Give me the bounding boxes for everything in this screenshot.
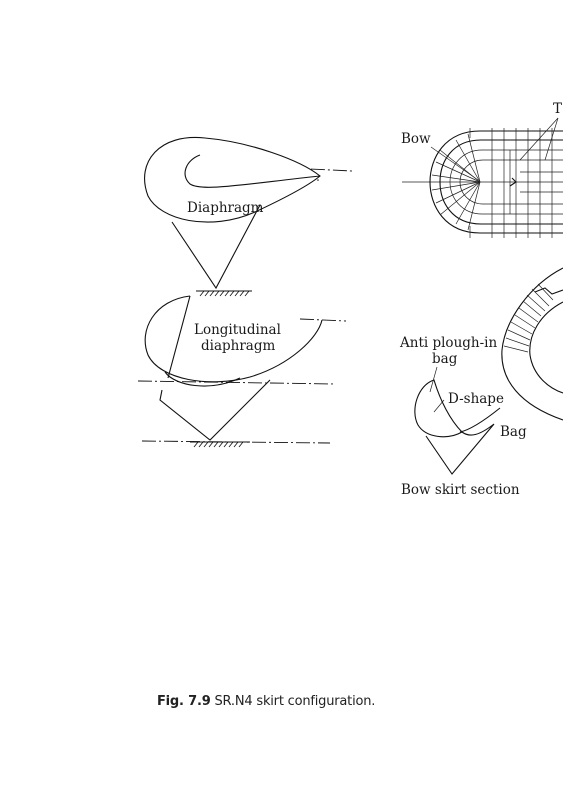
figure-caption-text: SR.N4 skirt configuration. (214, 694, 376, 709)
longitudinal-finger-v (159, 379, 271, 441)
label-longitudinal: Longitudinal (194, 322, 281, 338)
craft-skirt-fingers (503, 283, 554, 353)
label-bag: Bag (500, 424, 527, 440)
diaphragm-skirt-section: Diaphragm (144, 136, 353, 297)
longitudinal-bag-outline (144, 295, 323, 383)
longitudinal-diaphragm-line (167, 295, 191, 379)
ground-hatch-bottom (193, 441, 244, 448)
plan-small-mark (509, 177, 517, 187)
top-leader-line (519, 117, 559, 161)
label-longitudinal-diaphragm: diaphragm (201, 338, 275, 354)
label-top-cut: T (553, 101, 562, 117)
d-shape-leader-line (433, 399, 445, 413)
diaphragm-inner-curl (184, 154, 321, 188)
label-bow-skirt-section: Bow skirt section (401, 482, 520, 498)
longitudinal-diaphragm-section: Longitudinal diaphragm (137, 295, 347, 448)
figure-caption: Fig. 7.9 SR.N4 skirt configuration. (157, 694, 375, 709)
mid-dashed-line-2 (137, 380, 336, 385)
plan-inner-outline-3 (459, 159, 563, 205)
ground-hatch-top (199, 290, 250, 297)
plan-outer-outline (429, 130, 563, 234)
plan-inner-outline-2 (449, 149, 563, 215)
diaphragm-finger-v (171, 204, 261, 290)
top-leader-line-2 (544, 117, 559, 161)
craft-superstructure (534, 287, 563, 295)
label-bow: Bow (401, 131, 431, 147)
label-d-shape: D-shape (448, 391, 504, 407)
bag-leader-curve (459, 407, 501, 433)
longitudinal-bag-base (164, 371, 241, 387)
anti-plough-leader-line (429, 366, 438, 393)
label-diaphragm: Diaphragm (187, 200, 264, 216)
bow-finger-v (425, 423, 495, 475)
plan-inner-outline-1 (439, 139, 563, 225)
label-anti-plough-in: Anti plough-in (399, 335, 497, 351)
plan-segment-lines (469, 128, 563, 238)
diaphragm-bag-outline (144, 136, 321, 223)
plan-radial-lines (431, 133, 481, 231)
label-anti-plough-bag: bag (432, 351, 458, 367)
plan-view: Bow T (401, 101, 563, 238)
craft-hull-edge (529, 301, 563, 394)
bow-skirt-perspective: Anti plough-in bag D-shape Bag Bow skirt… (399, 267, 563, 498)
craft-outer-skirt (501, 267, 563, 421)
figure-number: Fig. 7.9 (157, 694, 211, 709)
upper-dashed-line-2 (299, 318, 347, 322)
bow-leader-line (430, 146, 479, 181)
anti-plough-in-bag (414, 379, 463, 438)
